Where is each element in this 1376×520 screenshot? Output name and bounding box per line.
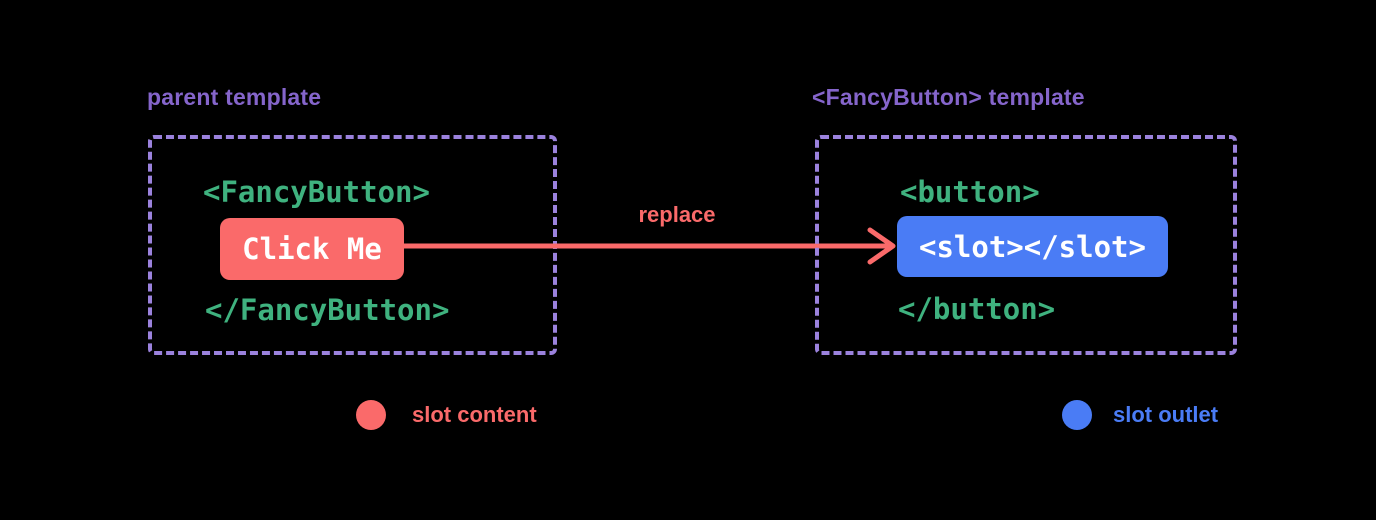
parent-template-box: <FancyButton> Click Me </FancyButton>: [148, 135, 557, 355]
slot-content-chip: Click Me: [220, 218, 404, 280]
legend-slot-outlet-label: slot outlet: [1113, 401, 1219, 427]
legend-item-slot-content: slot content: [356, 399, 537, 430]
button-close-tag: </button>: [898, 292, 1056, 326]
slot-content-dot-icon: [356, 399, 386, 430]
slot-content-chip-label: Click Me: [242, 232, 382, 266]
slot-outlet-dot-icon: [1062, 399, 1092, 430]
slot-outlet-chip: <slot></slot>: [897, 216, 1168, 277]
fancybutton-close-tag: </FancyButton>: [205, 293, 450, 327]
parent-template-title: parent template: [147, 84, 322, 110]
legend-slot-content-label: slot content: [412, 401, 537, 427]
button-open-tag: <button>: [900, 175, 1040, 209]
fancybutton-open-tag: <FancyButton>: [203, 175, 430, 209]
fancybutton-template-title: <FancyButton> template: [812, 84, 1085, 110]
replace-label: replace: [638, 202, 716, 227]
legend-item-slot-outlet: slot outlet: [1062, 399, 1218, 430]
fancybutton-template-box: <button> <slot></slot> </button>: [815, 135, 1237, 355]
slot-outlet-chip-label: <slot></slot>: [919, 229, 1146, 264]
